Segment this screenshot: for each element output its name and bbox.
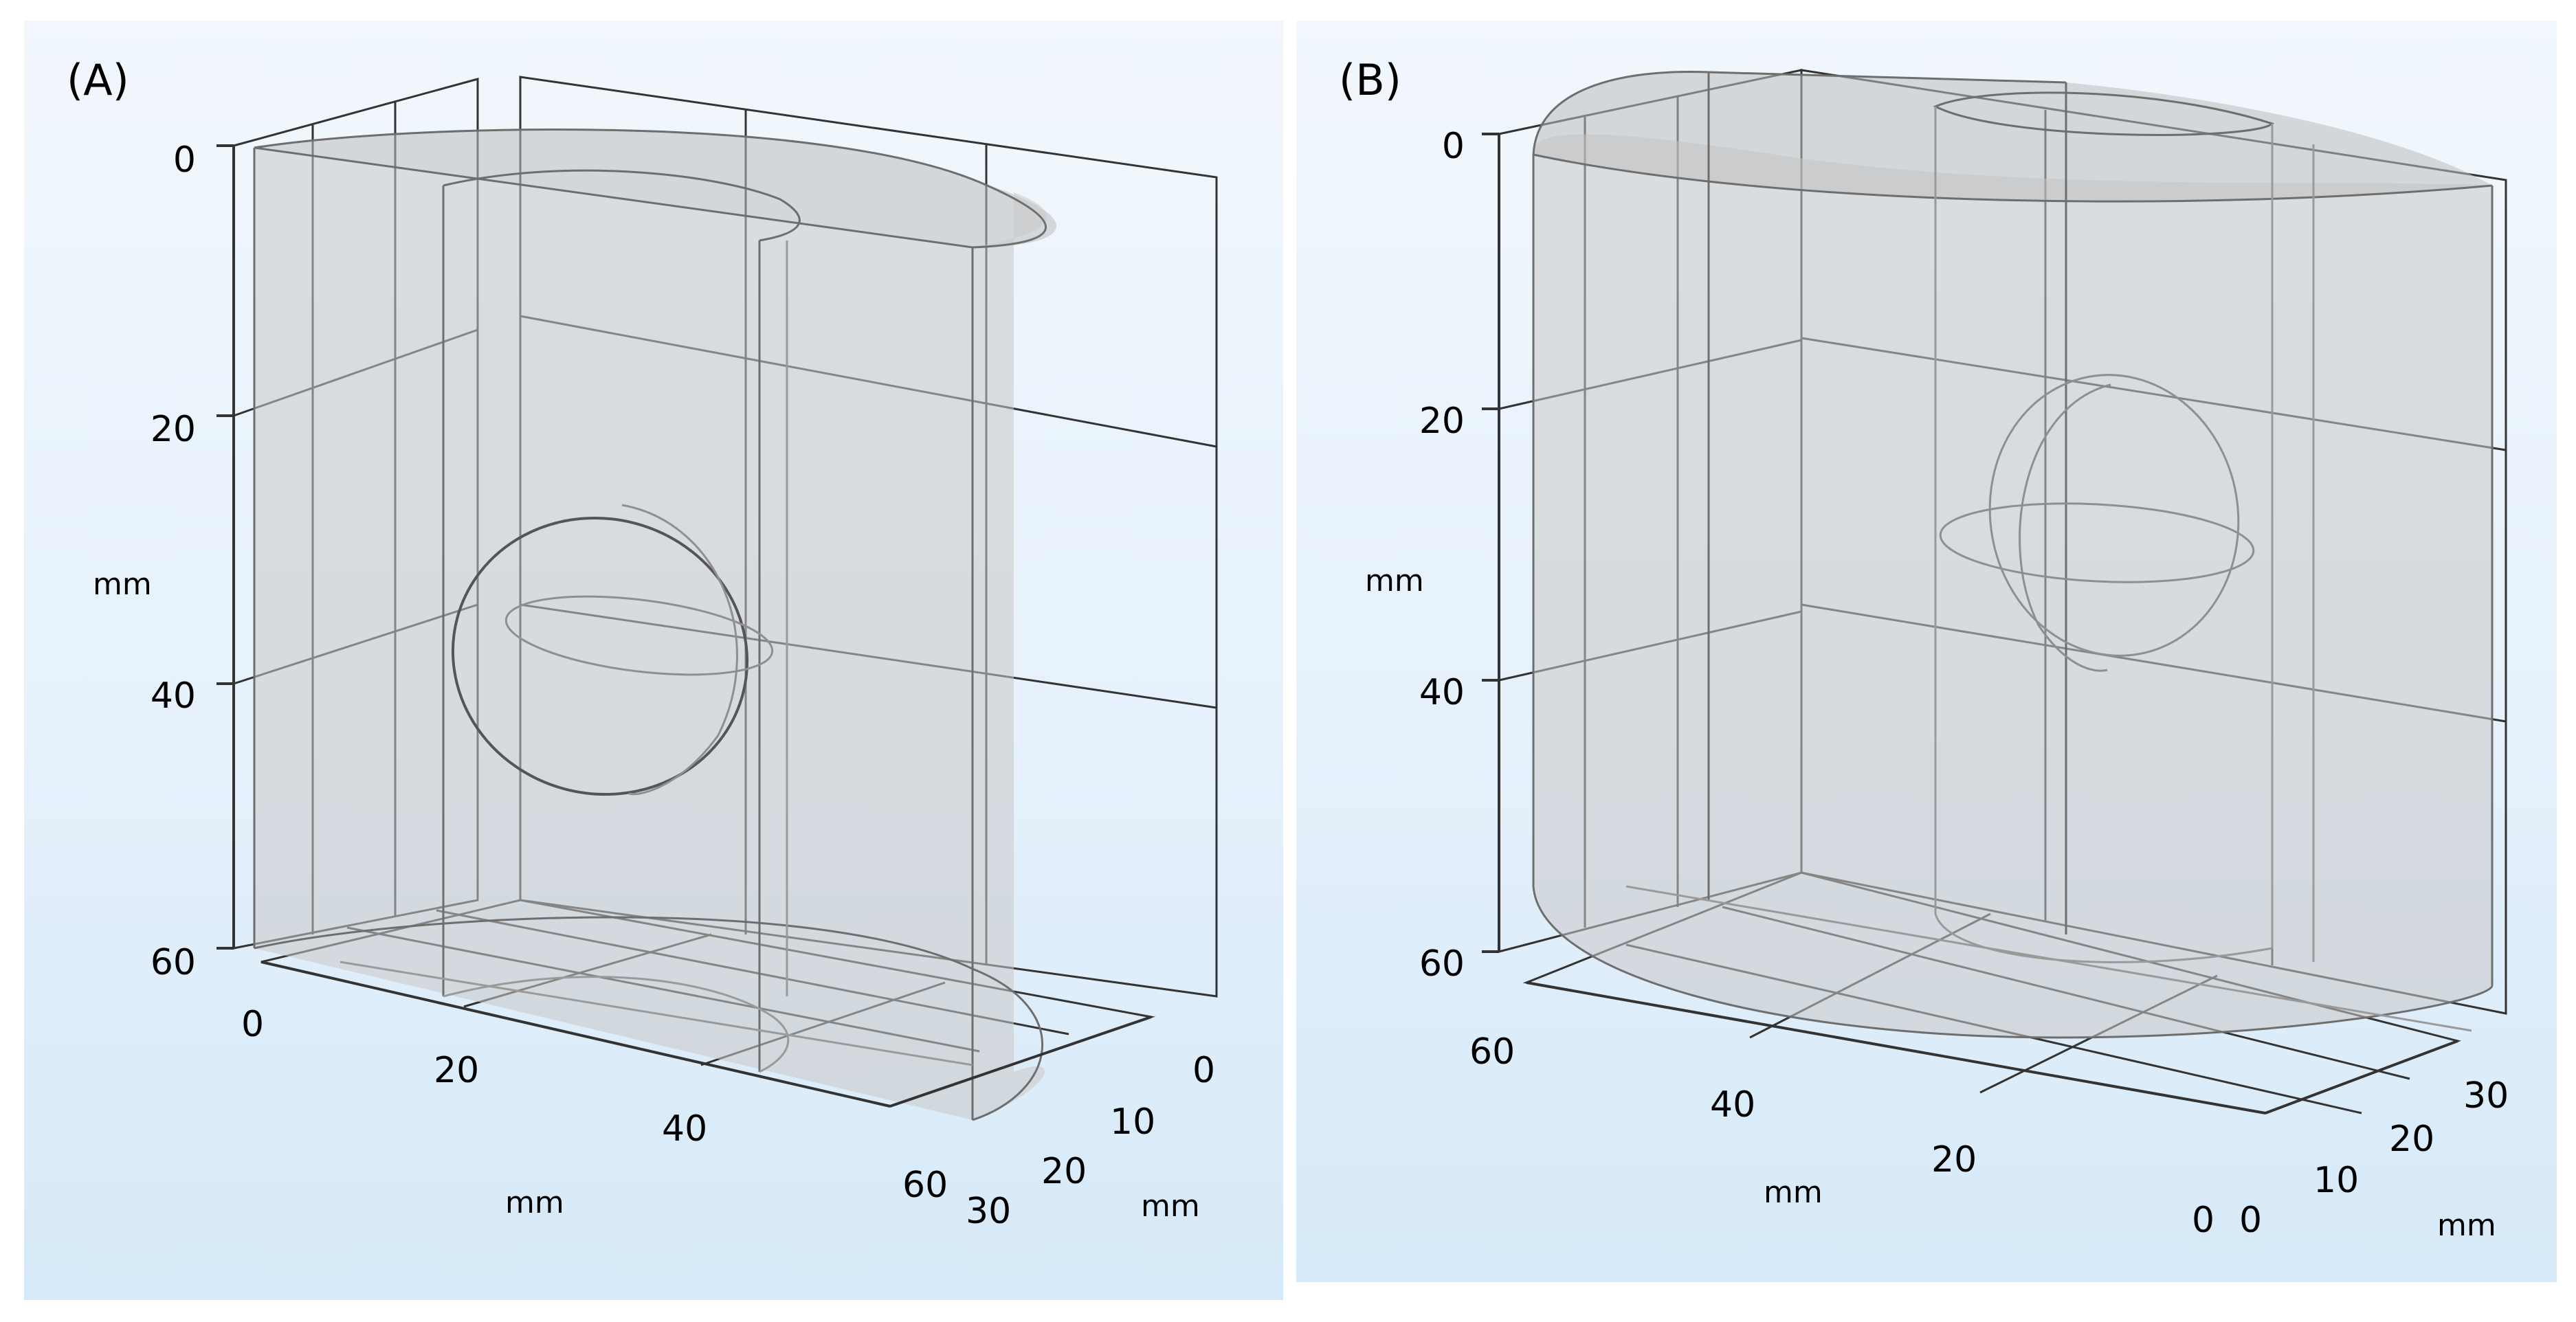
panel-a-y-tick-1: 10 xyxy=(1110,1101,1155,1143)
panel-b-x-tick-3: 0 xyxy=(2192,1200,2214,1241)
panel-b-x-tick-2: 20 xyxy=(1931,1139,1977,1180)
panel-a-x-tick-0: 0 xyxy=(241,1004,264,1045)
panel-b-y-tick-2: 20 xyxy=(2389,1119,2434,1160)
panel-b-x-tick-1: 40 xyxy=(1710,1084,1755,1125)
panel-b-y-axis: 0 10 20 30 mm xyxy=(2239,1040,2509,1243)
panel-a-x-unit: mm xyxy=(505,1185,564,1220)
panel-b-y-tick-3: 30 xyxy=(2463,1075,2509,1117)
panel-b-z-tick-1: 20 xyxy=(1419,401,1465,442)
panel-a-x-tick-2: 40 xyxy=(662,1108,707,1150)
panel-a-label: (A) xyxy=(67,55,129,105)
panel-a-y-tick-3: 30 xyxy=(966,1191,1011,1232)
panel-a: (A) xyxy=(24,21,1283,1300)
panel-b-geometry xyxy=(1532,71,2494,1039)
panel-b-sphere xyxy=(1939,374,2255,672)
panel-a-x-tick-1: 20 xyxy=(434,1050,479,1091)
panel-a-plot: (A) xyxy=(67,55,1218,1232)
panel-a-y-tick-0: 0 xyxy=(1192,1050,1215,1091)
panel-a-x-tick-3: 60 xyxy=(902,1165,948,1206)
panel-b-z-unit: mm xyxy=(1365,563,1424,598)
panel-b-y-tick-0: 0 xyxy=(2239,1200,2262,1241)
panel-b-z-axis: 0 20 40 60 mm xyxy=(1365,126,1500,985)
panel-a-z-tick-2: 40 xyxy=(151,675,196,717)
panel-a-z-tick-0: 0 xyxy=(173,139,196,181)
panel-b-x-unit: mm xyxy=(1764,1175,1823,1210)
panel-a-z-tick-3: 60 xyxy=(151,942,196,983)
panel-a-z-axis: 0 20 40 60 mm xyxy=(93,139,235,983)
panel-b-z-tick-2: 40 xyxy=(1419,672,1465,713)
panel-b-z-tick-3: 60 xyxy=(1419,943,1465,985)
panel-a-y-axis: 0 10 20 30 mm xyxy=(889,1016,1215,1232)
panel-b: (B) xyxy=(1296,21,2557,1282)
panel-a-sphere xyxy=(451,504,774,796)
panel-b-x-tick-0: 60 xyxy=(1469,1031,1515,1073)
panel-b-label: (B) xyxy=(1339,55,1401,105)
panel-a-y-unit: mm xyxy=(1141,1189,1200,1224)
panel-a-x-axis: 0 20 40 60 mm xyxy=(241,961,948,1220)
panel-a-z-unit: mm xyxy=(93,567,152,602)
panel-b-z-tick-0: 0 xyxy=(1442,126,1465,167)
panel-a-z-tick-1: 20 xyxy=(151,409,196,450)
panel-b-x-axis: 60 40 20 0 mm xyxy=(1469,981,2266,1241)
panel-a-geometry xyxy=(253,128,1056,1121)
panel-b-plot: (B) xyxy=(1339,55,2509,1243)
panel-b-y-tick-1: 10 xyxy=(2313,1160,2359,1201)
panel-b-y-unit: mm xyxy=(2437,1208,2496,1243)
panel-a-y-tick-2: 20 xyxy=(1041,1151,1087,1192)
